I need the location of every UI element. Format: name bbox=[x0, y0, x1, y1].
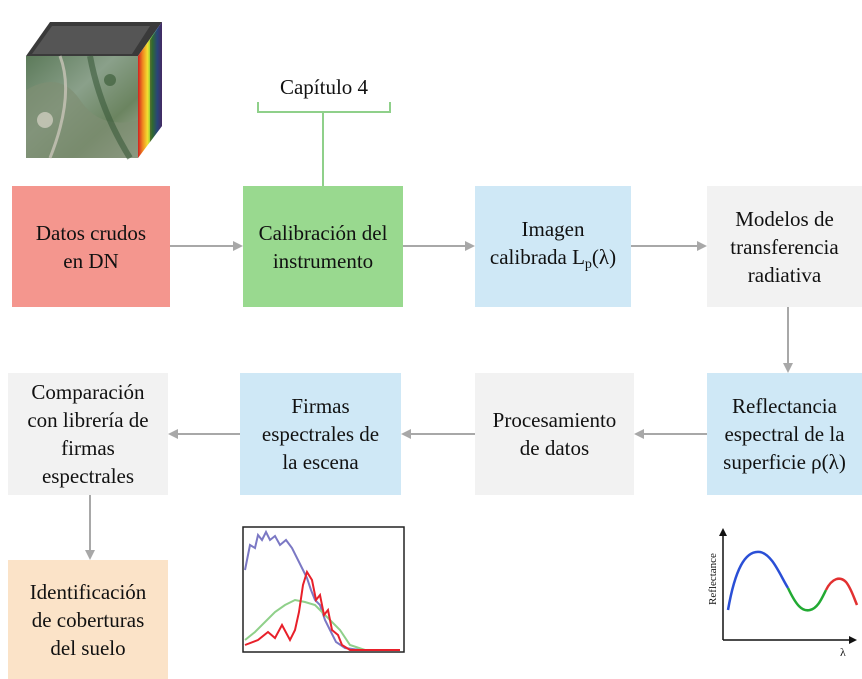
signatures-line-3: la escena bbox=[282, 450, 359, 474]
rt-models-line-1: Modelos de bbox=[735, 206, 834, 231]
processing-line-2: de datos bbox=[519, 436, 590, 460]
raw-data-line-1: Datos crudos bbox=[35, 220, 147, 245]
reflectance-x-label: λ bbox=[840, 645, 846, 659]
spectra-series-green bbox=[244, 598, 400, 651]
rt-models-line-2: transferencia bbox=[730, 234, 839, 259]
calibration-box: Calibración del instrumento bbox=[243, 186, 403, 307]
spectra-plot-frame bbox=[242, 526, 405, 653]
signatures-box: Firmas espectrales de la escena bbox=[240, 373, 401, 495]
calibrated-image-box: Imagen calibrada Lp(λ) bbox=[475, 186, 631, 307]
comparison-line-1: Comparación bbox=[31, 380, 145, 404]
processing-box: Procesamiento de datos bbox=[475, 373, 634, 495]
reflectance-box: Reflectancia espectral de la superficie … bbox=[707, 373, 862, 495]
reflectance-line-2: espectral de la bbox=[724, 422, 845, 446]
reflectance-line-3: superficie ρ(λ) bbox=[723, 450, 846, 474]
raw-data-box: Datos crudos en DN bbox=[12, 186, 170, 307]
comparison-line-4: espectrales bbox=[41, 464, 135, 488]
rt-models-line-3: radiativa bbox=[747, 262, 822, 287]
signatures-line-1: Firmas bbox=[291, 394, 350, 418]
calibrated-image-line-1: Imagen bbox=[521, 216, 585, 241]
reflectance-curve-blue bbox=[726, 550, 790, 611]
raw-data-line-2: en DN bbox=[63, 248, 119, 273]
chapter-label: Capítulo 4 bbox=[279, 75, 369, 99]
calibration-line-1: Calibración del bbox=[258, 220, 388, 245]
spectra-series-blue bbox=[244, 529, 400, 651]
reflectance-y-label: Reflectance bbox=[707, 553, 719, 605]
comparison-line-3: firmas bbox=[61, 436, 115, 460]
calibration-line-2: instrumento bbox=[272, 248, 374, 273]
reflectance-line-1: Reflectancia bbox=[732, 394, 837, 418]
identification-line-2: de coberturas bbox=[31, 607, 145, 632]
signatures-line-2: espectrales de bbox=[261, 422, 380, 446]
comparison-box: Comparación con librería de firmas espec… bbox=[8, 373, 168, 495]
calibrated-image-line-2: calibrada Lp(λ) bbox=[489, 244, 617, 272]
comparison-line-2: con librería de bbox=[27, 408, 149, 432]
rt-models-box: Modelos de transferencia radiativa bbox=[707, 186, 862, 307]
identification-line-1: Identificación bbox=[29, 579, 147, 604]
reflectance-curve-green bbox=[786, 587, 828, 612]
reflectance-curve-red bbox=[824, 577, 859, 606]
identification-line-3: del suelo bbox=[50, 635, 126, 660]
processing-line-1: Procesamiento bbox=[492, 408, 617, 432]
spectra-series-red bbox=[244, 569, 400, 651]
identification-box: Identificación de coberturas del suelo bbox=[8, 560, 168, 679]
